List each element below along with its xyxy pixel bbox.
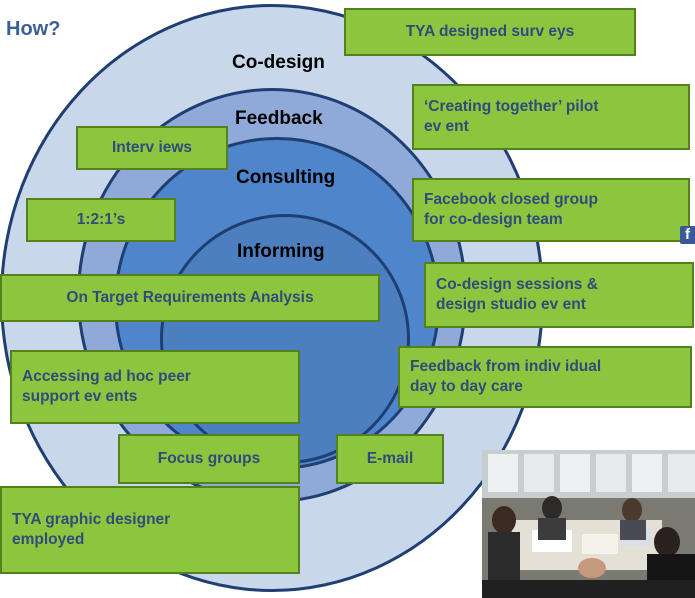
box-one-to-ones: 1:2:1’s: [26, 198, 176, 242]
box-on-target-requirements: On Target Requirements Analysis: [0, 274, 380, 322]
box-codesign-sessions: Co-design sessions & design studio ev en…: [424, 262, 694, 328]
box-adhoc-peer-support: Accessing ad hoc peer support ev ents: [10, 350, 300, 424]
ring-label-codesign: Co-design: [232, 52, 325, 73]
box-interviews: Interv iews: [76, 126, 228, 170]
ring-label-feedback: Feedback: [235, 108, 323, 129]
box-focus-groups: Focus groups: [118, 434, 300, 484]
box-facebook-closed-group: Facebook closed group for co-design team: [412, 178, 690, 242]
box-graphic-designer: TYA graphic designer employed: [0, 486, 300, 574]
ring-label-informing: Informing: [237, 241, 325, 262]
box-creating-together-pilot: ‘Creating together’ pilot ev ent: [412, 84, 690, 150]
page-title: How?: [6, 18, 61, 40]
facebook-icon: f: [680, 226, 695, 244]
workshop-photo: [482, 450, 695, 598]
box-tya-designed-surveys: TYA designed surv eys: [344, 8, 636, 56]
ring-label-consulting: Consulting: [236, 167, 336, 188]
box-email: E-mail: [336, 434, 444, 484]
box-feedback-individual-care: Feedback from indiv idual day to day car…: [398, 346, 692, 408]
